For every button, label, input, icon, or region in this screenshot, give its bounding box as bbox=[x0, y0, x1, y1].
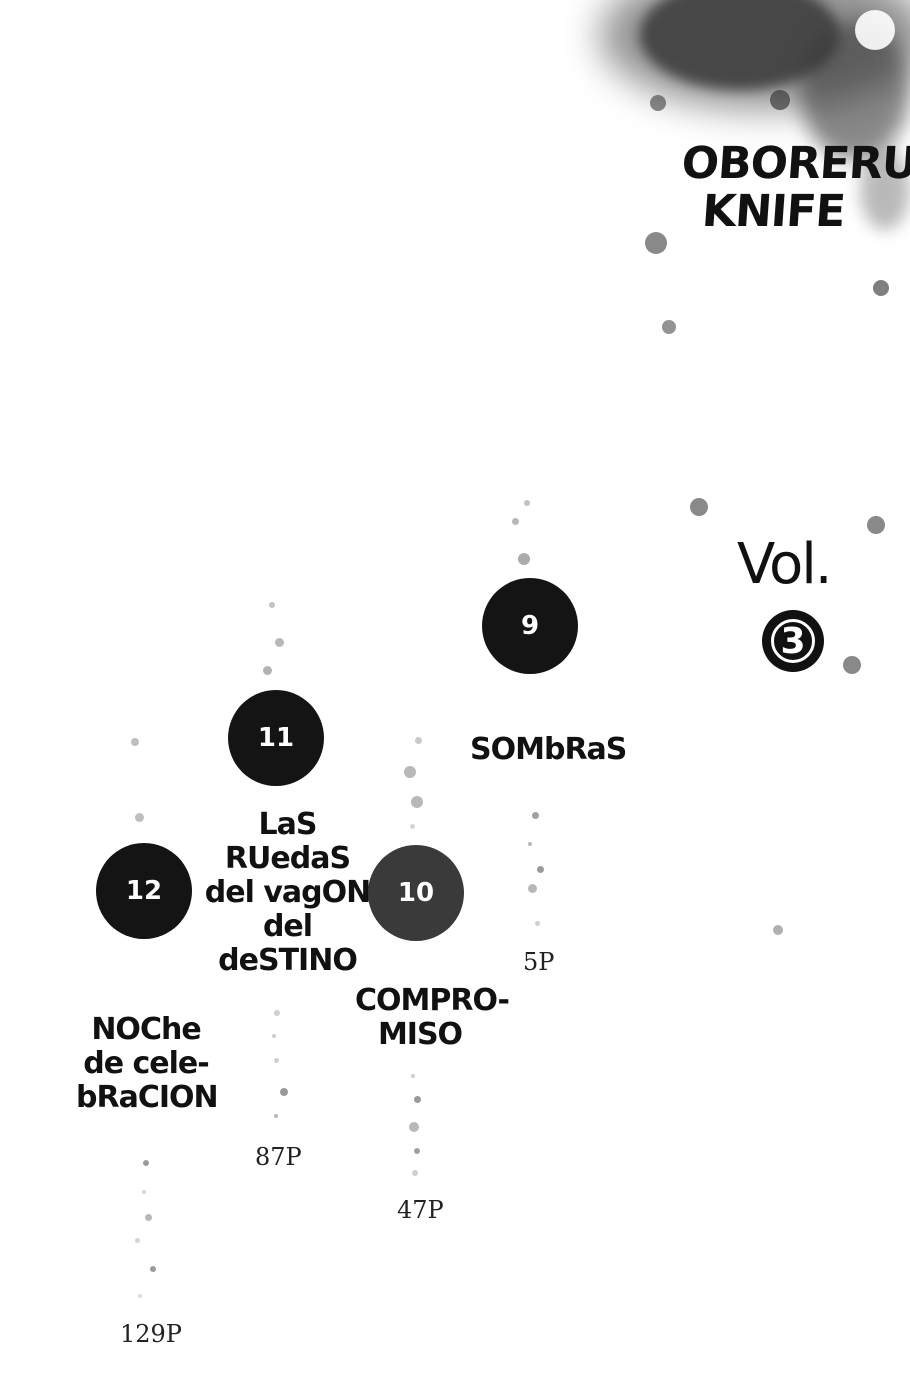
chapter-title: COMPRO- MISO bbox=[355, 983, 510, 1052]
chapter-title-line: RUedaS bbox=[224, 841, 351, 876]
chapter-title-line: SOMbRaS bbox=[470, 732, 627, 767]
chapter-title: LaS RUedaS del vagON del deSTINO bbox=[200, 808, 375, 978]
chapter-title-line: del bbox=[262, 909, 313, 944]
chapter-title-line: NOChe bbox=[91, 1012, 201, 1047]
chapter-title-line: del vagON bbox=[204, 875, 371, 910]
chapter-page-number: 129P bbox=[120, 1320, 182, 1348]
volume-number: 3 bbox=[771, 619, 815, 663]
chapter-page-number: 5P bbox=[523, 948, 555, 976]
chapter-number-badge: 10 bbox=[368, 845, 464, 941]
chapter-title-line: de cele- bbox=[83, 1046, 209, 1081]
chapter-title-line: deSTINO bbox=[218, 943, 358, 978]
chapter-number-badge: 11 bbox=[228, 690, 324, 786]
chapter-page-number: 87P bbox=[255, 1143, 302, 1171]
chapter-number: 10 bbox=[397, 878, 435, 908]
chapter-number: 12 bbox=[125, 876, 163, 906]
volume-label: Vol. bbox=[737, 532, 833, 597]
volume-number-badge: 3 bbox=[762, 610, 824, 672]
chapter-title-line: COMPRO- bbox=[355, 983, 510, 1018]
chapter-title: SOMbRaS bbox=[470, 732, 627, 767]
series-title: OBORERU KNIFE bbox=[677, 138, 910, 237]
chapter-number: 9 bbox=[520, 611, 540, 641]
chapter-number-badge: 9 bbox=[482, 578, 578, 674]
series-title-line2: KNIFE bbox=[700, 186, 847, 237]
chapter-number-badge: 12 bbox=[96, 843, 192, 939]
chapter-title-line: bRaCION bbox=[76, 1080, 219, 1115]
chapter-title-line: LaS bbox=[258, 807, 318, 842]
chapter-title: NOChe de cele- bRaCION bbox=[76, 1012, 219, 1115]
series-title-line1: OBORERU bbox=[679, 138, 910, 189]
chapter-page-number: 47P bbox=[397, 1196, 444, 1224]
chapter-number: 11 bbox=[257, 723, 295, 753]
chapter-title-line: MISO bbox=[377, 1017, 463, 1052]
